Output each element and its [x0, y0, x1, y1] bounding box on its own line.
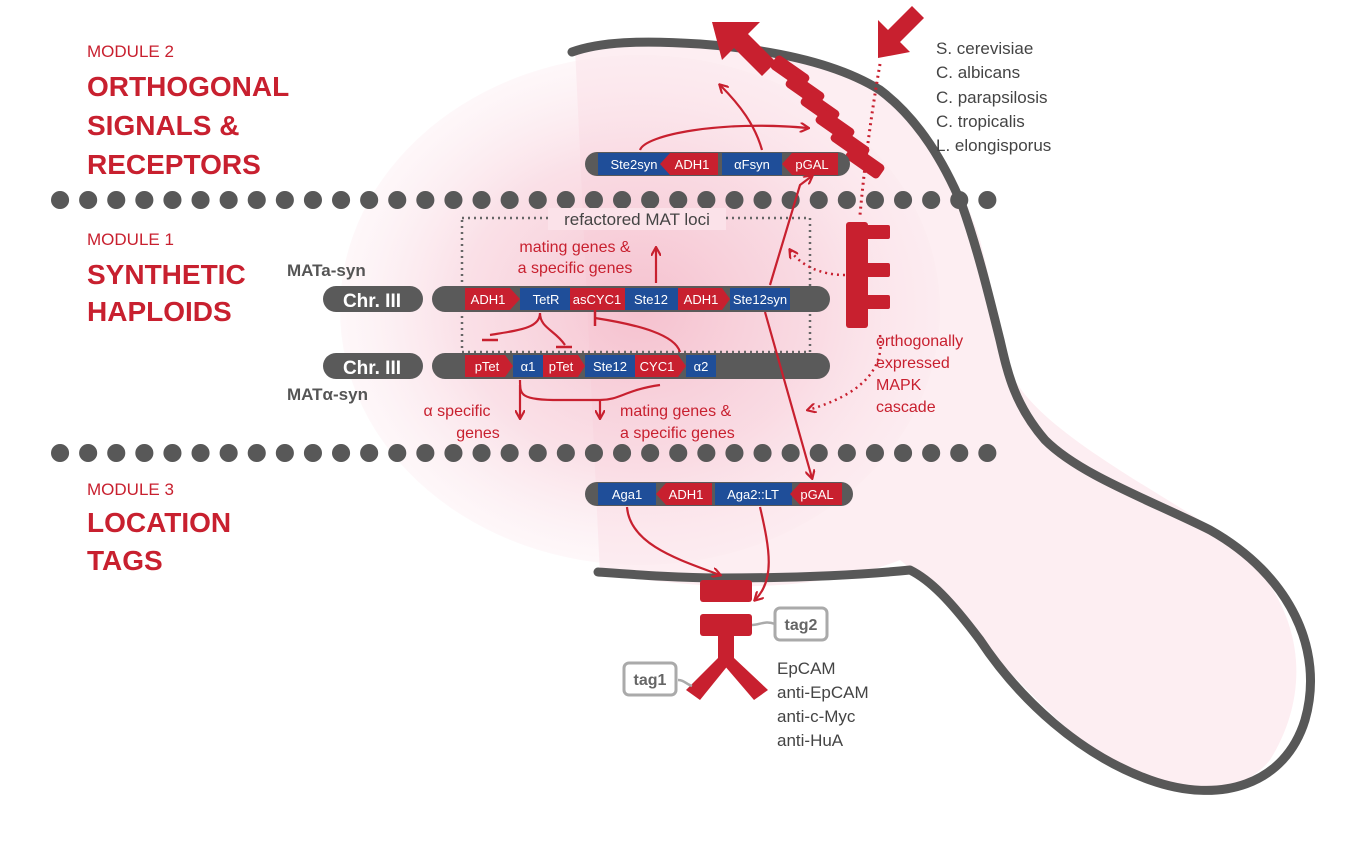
binder-4: anti-HuA — [777, 731, 844, 750]
ascyc1-repression — [594, 316, 682, 353]
tag2-box — [773, 606, 829, 642]
m3-gene-2: ADH1 — [669, 487, 704, 502]
mata-gene-3: asCYC1 — [573, 292, 621, 307]
mating-genes-bottom-1: mating genes & — [620, 403, 732, 420]
mapk-label-2: expressed — [876, 355, 950, 372]
m3-gene-1: Aga1 — [612, 487, 642, 502]
species-5: L. elongisporus — [936, 136, 1051, 155]
module2-label: MODULE 2 — [87, 42, 174, 61]
species-4: C. tropicalis — [936, 112, 1025, 131]
mating-genes-top-1: mating genes & — [519, 239, 631, 256]
mapk-cascade-icon — [846, 222, 890, 328]
m2-arrow-to-receptor — [638, 126, 808, 151]
mata-gene-2: TetR — [533, 292, 560, 307]
species-1: S. cerevisiae — [936, 39, 1033, 58]
mata-gene-5: ADH1 — [684, 292, 719, 307]
tag1-linker — [677, 678, 693, 688]
module3-cassette: Aga1 ADH1 Aga2::LT pGAL — [585, 482, 853, 506]
m2-arrow-to-out — [720, 85, 764, 151]
mata-gene-6: Ste12syn — [733, 292, 787, 307]
module1-title-line1: SYNTHETIC — [87, 259, 246, 290]
mata-chr-label: Chr. III — [343, 291, 401, 312]
receptor-icon — [770, 55, 885, 179]
m2-gene-1: Ste2syn — [611, 157, 658, 172]
matalpha-chr-label: Chr. III — [343, 358, 401, 379]
m2-gene-4: pGAL — [795, 157, 828, 172]
refactored-label: refactored MAT loci — [564, 210, 710, 229]
mapk-label-4: cascade — [876, 399, 936, 416]
matalpha-gene-5: CYC1 — [640, 359, 675, 374]
mata-gene-4: Ste12 — [634, 292, 668, 307]
signal-dotted-path — [858, 63, 882, 216]
matalpha-gene-2: α1 — [521, 359, 536, 374]
ste12syn-to-m3-arrow — [763, 311, 812, 478]
module1-title-line2: HAPLOIDS — [87, 296, 232, 327]
mata-chromosome: Chr. III ADH1 TetR asCYC1 Ste12 ADH1 Ste… — [323, 286, 830, 312]
tetr-repression — [489, 312, 566, 346]
matalpha-chromosome: Chr. III pTet α1 pTet Ste12 CYC1 α2 — [323, 353, 830, 379]
tag2-linker — [751, 621, 776, 627]
aga2-arrow — [755, 506, 770, 600]
module2-title-line2: SIGNALS & — [87, 110, 239, 141]
tag1-box — [622, 661, 678, 697]
module1-label: MODULE 1 — [87, 230, 174, 249]
matalpha-gene-4: Ste12 — [593, 359, 627, 374]
module2-cassette: Ste2syn ADH1 αFsyn pGAL — [585, 152, 850, 176]
m3-gene-4: pGAL — [800, 487, 833, 502]
m2-gene-2: ADH1 — [675, 157, 710, 172]
ste12syn-to-m2-arrow — [768, 176, 812, 286]
matalpha-label: MATα-syn — [287, 385, 368, 404]
mata-gene-1: ADH1 — [471, 292, 506, 307]
species-2: C. albicans — [936, 63, 1020, 82]
matalpha-gene-6: α2 — [694, 359, 709, 374]
alpha-specific-2: genes — [456, 425, 500, 442]
tag1-label: tag1 — [634, 672, 667, 689]
alpha-specific-1: α specific — [423, 403, 490, 420]
binder-3: anti-c-Myc — [777, 707, 856, 726]
matalpha-gene-3: pTet — [549, 359, 574, 374]
module3-title-line2: TAGS — [87, 545, 163, 576]
m3-gene-3: Aga2::LT — [727, 487, 779, 502]
mapk-label-3: MAPK — [876, 377, 922, 394]
mating-genes-bottom-2: a specific genes — [620, 425, 735, 442]
mating-genes-top-2: a specific genes — [518, 260, 633, 277]
binder-2: anti-EpCAM — [777, 683, 869, 702]
module3-title-line1: LOCATION — [87, 507, 231, 538]
m2-gene-3: αFsyn — [734, 157, 770, 172]
mapk-to-mata-dotted — [790, 250, 846, 277]
cell-membrane — [567, 37, 1316, 795]
tag2-label: tag2 — [785, 617, 818, 634]
aga1-arrow — [625, 506, 720, 575]
module2-title-line3: RECEPTORS — [87, 149, 261, 180]
module3-label: MODULE 3 — [87, 480, 174, 499]
pheromone-in-arrow-icon — [878, 6, 924, 58]
binder-1: EpCAM — [777, 659, 836, 678]
mata-label: MATa-syn — [287, 261, 366, 280]
mapk-label-1: orthogonally — [876, 333, 963, 350]
module2-title-line1: ORTHOGONAL — [87, 71, 289, 102]
species-3: C. parapsilosis — [936, 88, 1048, 107]
refactored-label-bg — [548, 208, 726, 230]
pheromone-out-arrow-icon — [712, 22, 776, 76]
matalpha-gene-1: pTet — [475, 359, 500, 374]
surface-display-icon — [686, 580, 768, 700]
mapk-to-alpha-dotted — [808, 334, 882, 410]
